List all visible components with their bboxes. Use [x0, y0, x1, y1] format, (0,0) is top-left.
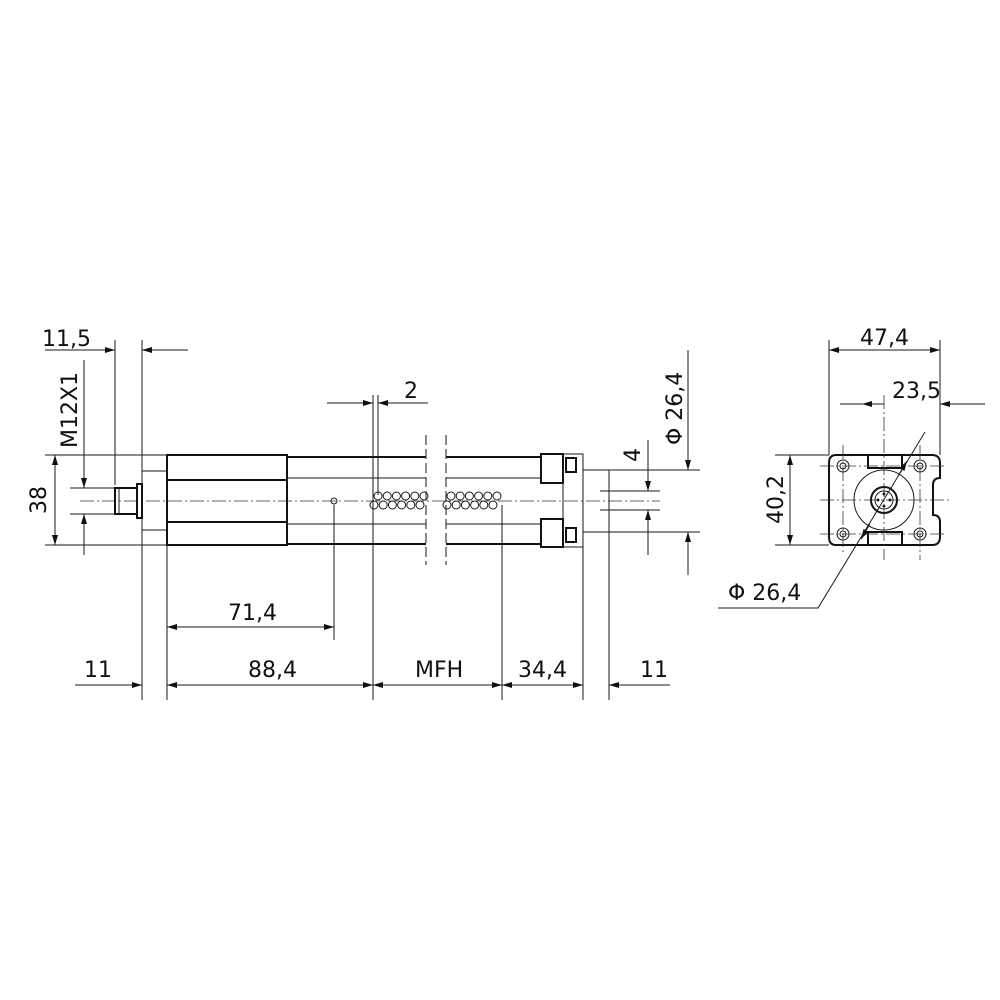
dim-right-end: 11 [640, 658, 668, 683]
dim-end-cap: 34,4 [518, 658, 567, 683]
magnet-ball [492, 491, 502, 501]
magnet-ball [410, 491, 420, 501]
first-magnet-marker [330, 497, 338, 505]
dim-half-width: 23,5 [892, 379, 941, 404]
magnet-ball [382, 491, 392, 501]
dim-connector-length: 11,5 [42, 327, 91, 352]
magnet-ball [474, 491, 484, 501]
dim-first-magnet: 71,4 [228, 601, 277, 626]
dim-width: 47,4 [860, 326, 909, 351]
magnet-ball [401, 491, 411, 501]
magnet-ball [391, 491, 401, 501]
magnet-ball [369, 500, 379, 510]
magnet-ball [419, 491, 429, 501]
dim-thread: M12X1 [58, 372, 83, 448]
magnet-ball [470, 500, 480, 510]
dim-end-diameter: Φ 26,4 [728, 581, 801, 606]
magnet-ball [442, 500, 452, 510]
magnet-ball [378, 500, 388, 510]
magnet-ball [460, 500, 470, 510]
magnet-ball [387, 500, 397, 510]
connector-flange [141, 470, 168, 531]
magnet-ball [455, 491, 465, 501]
magnet-ball [397, 500, 407, 510]
dim-left-end: 11 [84, 658, 112, 683]
magnet-ball [451, 500, 461, 510]
end-view: 47,4 23,5 40,2 Φ 26,4 [718, 326, 985, 609]
end-cap [540, 453, 610, 548]
dim-offset: 4 [621, 448, 646, 462]
magnet-ball [464, 491, 474, 501]
dim-pitch: 2 [404, 379, 418, 404]
dim-measuring-length: MFH [415, 658, 463, 683]
end-plate [828, 454, 941, 546]
magnet-balls [369, 491, 502, 510]
dim-diameter: Φ 26,4 [663, 372, 688, 445]
magnet-ball [446, 491, 456, 501]
magnet-ball [483, 491, 493, 501]
magnet-ball [415, 500, 425, 510]
dim-housing: 88,4 [248, 658, 297, 683]
dim-end-height: 40,2 [764, 475, 789, 524]
sensor-housing [166, 454, 288, 546]
side-view: 11,5 M12X1 38 2 71,4 11 88,4 MFH 34,4 11… [27, 327, 700, 700]
magnet-ball [406, 500, 416, 510]
dim-height: 38 [27, 486, 52, 514]
magnet-ball [479, 500, 489, 510]
magnet-ball [488, 500, 498, 510]
